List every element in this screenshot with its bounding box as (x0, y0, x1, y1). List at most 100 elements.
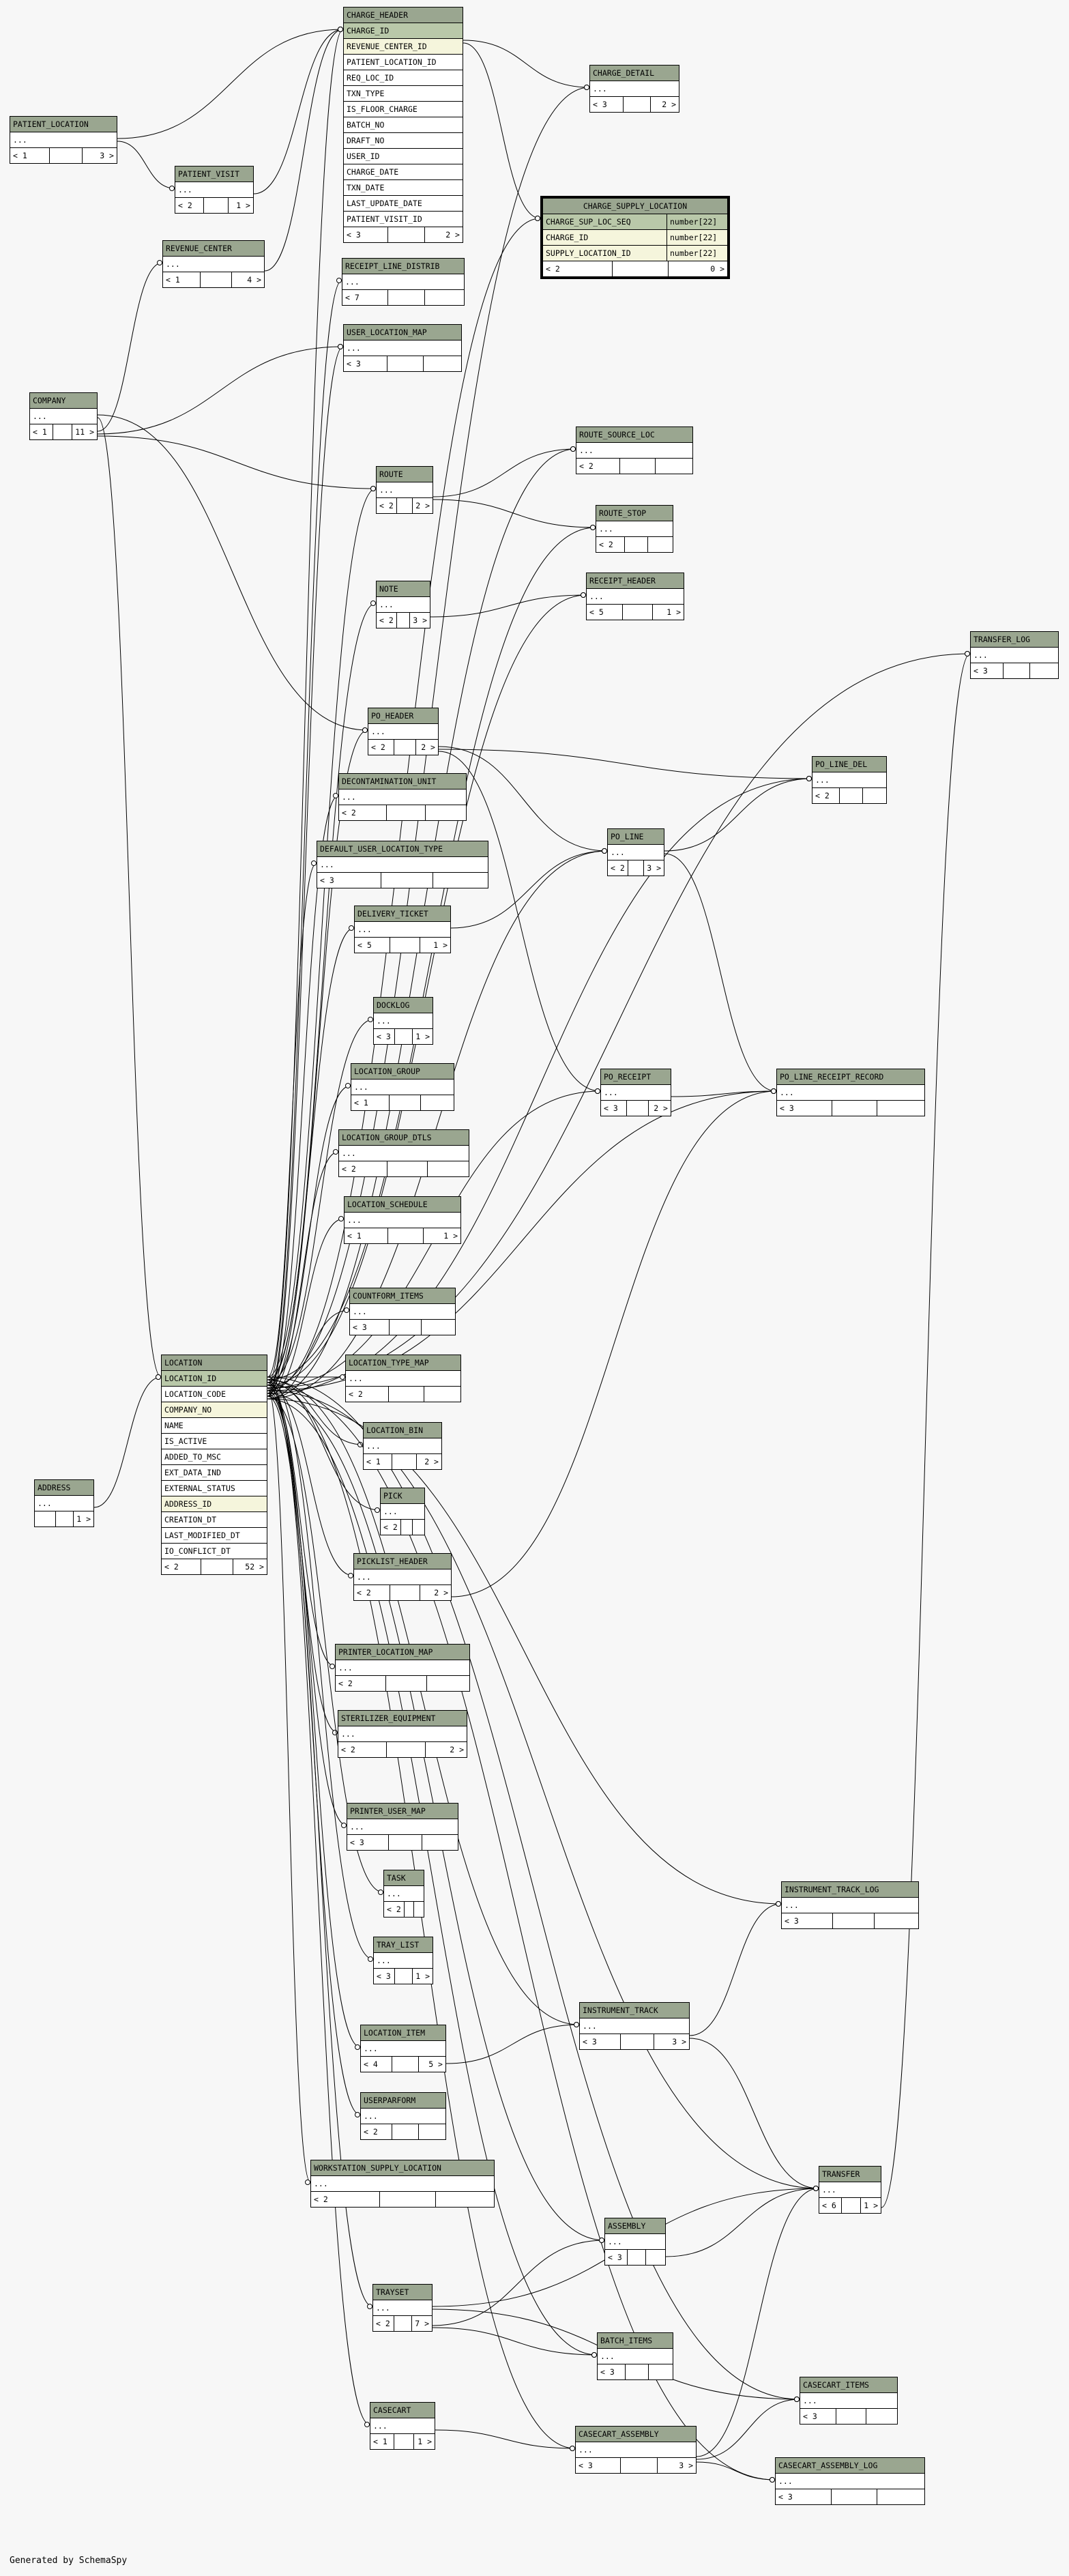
table-title[interactable]: INSTRUMENT_TRACK_LOG (782, 1882, 918, 1898)
table-title[interactable]: CASECART_ASSEMBLY (576, 2427, 696, 2442)
table-batch-items[interactable]: BATCH_ITEMS...< 3 (597, 2332, 673, 2380)
table-title[interactable]: LOCATION (162, 1355, 267, 1371)
table-countform-items[interactable]: COUNTFORM_ITEMS...< 3 (349, 1288, 456, 1335)
table-title[interactable]: CHARGE_DETAIL (590, 66, 679, 81)
table-workstation-supply-location[interactable]: WORKSTATION_SUPPLY_LOCATION...< 2 (310, 2160, 495, 2208)
table-title[interactable]: COMPANY (30, 393, 97, 409)
table-printer-user-map[interactable]: PRINTER_USER_MAP...< 3 (347, 1803, 458, 1851)
table-title[interactable]: RECEIPT_LINE_DISTRIB (342, 259, 464, 274)
table-title[interactable]: LOCATION_TYPE_MAP (346, 1355, 460, 1371)
table-casecart-assembly-log[interactable]: CASECART_ASSEMBLY_LOG...< 3 (775, 2457, 925, 2505)
table-title[interactable]: PRINTER_USER_MAP (347, 1804, 458, 1819)
table-title[interactable]: USER_LOCATION_MAP (344, 325, 461, 341)
table-title[interactable]: DOCKLOG (374, 998, 433, 1013)
table-title[interactable]: TRAYSET (373, 2285, 432, 2300)
table-title[interactable]: COUNTFORM_ITEMS (350, 1288, 455, 1304)
table-default-user-location-type[interactable]: DEFAULT_USER_LOCATION_TYPE...< 3 (317, 841, 488, 888)
table-route-stop[interactable]: ROUTE_STOP...< 2 (596, 505, 673, 553)
table-title[interactable]: REVENUE_CENTER (163, 241, 264, 257)
table-title[interactable]: LOCATION_ITEM (361, 2025, 445, 2041)
table-title[interactable]: ROUTE_SOURCE_LOC (576, 427, 692, 443)
table-title[interactable]: ADDRESS (35, 1480, 93, 1496)
table-title[interactable]: LOCATION_GROUP_DTLS (339, 1130, 469, 1146)
table-title[interactable]: DEFAULT_USER_LOCATION_TYPE (317, 841, 488, 857)
table-title[interactable]: CASECART (370, 2403, 435, 2418)
table-title[interactable]: BATCH_ITEMS (598, 2333, 673, 2349)
table-title[interactable]: PICKLIST_HEADER (354, 1554, 451, 1569)
table-title[interactable]: PO_LINE_DEL (812, 757, 886, 772)
table-title[interactable]: DELIVERY_TICKET (355, 906, 450, 922)
table-title[interactable]: TASK (384, 1870, 424, 1886)
table-title[interactable]: PRINTER_LOCATION_MAP (336, 1645, 469, 1660)
table-instrument-track-log[interactable]: INSTRUMENT_TRACK_LOG...< 3 (781, 1881, 919, 1929)
table-title[interactable]: ROUTE (377, 467, 433, 482)
table-title[interactable]: PO_LINE_RECEIPT_RECORD (777, 1069, 924, 1085)
table-title[interactable]: CASECART_ASSEMBLY_LOG (776, 2458, 924, 2474)
table-title[interactable]: CASECART_ITEMS (800, 2377, 897, 2393)
table-location-type-map[interactable]: LOCATION_TYPE_MAP...< 2 (345, 1355, 461, 1402)
table-title[interactable]: PATIENT_LOCATION (10, 117, 117, 132)
table-title[interactable]: PATIENT_VISIT (175, 167, 253, 182)
table-printer-location-map[interactable]: PRINTER_LOCATION_MAP...< 2 (335, 1644, 470, 1692)
table-title[interactable]: PO_RECEIPT (601, 1069, 671, 1085)
table-title[interactable]: DECONTAMINATION_UNIT (339, 774, 466, 790)
table-transfer-log[interactable]: TRANSFER_LOG...< 3 (970, 631, 1059, 679)
table-location-group[interactable]: LOCATION_GROUP...< 1 (351, 1063, 454, 1111)
table-title[interactable]: NOTE (377, 581, 430, 597)
table-title[interactable]: USERPARFORM (361, 2093, 445, 2109)
table-address[interactable]: ADDRESS...1 > (34, 1479, 94, 1527)
table-title[interactable]: LOCATION_GROUP (351, 1064, 454, 1080)
table-decontamination-unit[interactable]: DECONTAMINATION_UNIT...< 2 (338, 773, 467, 821)
table-title[interactable]: LOCATION_SCHEDULE (345, 1197, 460, 1213)
table-location-group-dtls[interactable]: LOCATION_GROUP_DTLS...< 2 (338, 1129, 469, 1177)
table-title[interactable]: CHARGE_SUPPLY_LOCATION (543, 199, 727, 214)
table-pick[interactable]: PICK...< 2 (380, 1488, 425, 1535)
table-po-line-receipt-record[interactable]: PO_LINE_RECEIPT_RECORD...< 3 (776, 1069, 925, 1116)
table-po-line-del[interactable]: PO_LINE_DEL...< 2 (812, 756, 887, 804)
table-title[interactable]: ASSEMBLY (605, 2218, 665, 2234)
table-route-source-loc[interactable]: ROUTE_SOURCE_LOC...< 2 (576, 426, 693, 474)
table-userparform[interactable]: USERPARFORM...< 2 (360, 2092, 446, 2140)
table-title[interactable]: ROUTE_STOP (596, 506, 673, 521)
table-title[interactable]: INSTRUMENT_TRACK (580, 2003, 689, 2018)
table-title[interactable]: WORKSTATION_SUPPLY_LOCATION (311, 2160, 494, 2176)
table-assembly[interactable]: ASSEMBLY...< 3 (604, 2218, 666, 2266)
table-title[interactable]: TRAY_LIST (374, 1937, 433, 1953)
table-title[interactable]: LOCATION_BIN (364, 1423, 441, 1438)
table-title[interactable]: PICK (381, 1488, 424, 1504)
table-receipt-line-distrib[interactable]: RECEIPT_LINE_DISTRIB...< 7 (342, 258, 465, 306)
table-user-location-map[interactable]: USER_LOCATION_MAP...< 3 (343, 324, 462, 372)
table-title[interactable]: RECEIPT_HEADER (587, 573, 684, 589)
table-title[interactable]: TRANSFER_LOG (971, 632, 1058, 648)
table-title[interactable]: CHARGE_HEADER (344, 8, 463, 23)
table-task[interactable]: TASK...< 2 (383, 1870, 424, 1917)
table-title[interactable]: PO_LINE (608, 829, 664, 845)
table-title[interactable]: PO_HEADER (368, 708, 438, 724)
